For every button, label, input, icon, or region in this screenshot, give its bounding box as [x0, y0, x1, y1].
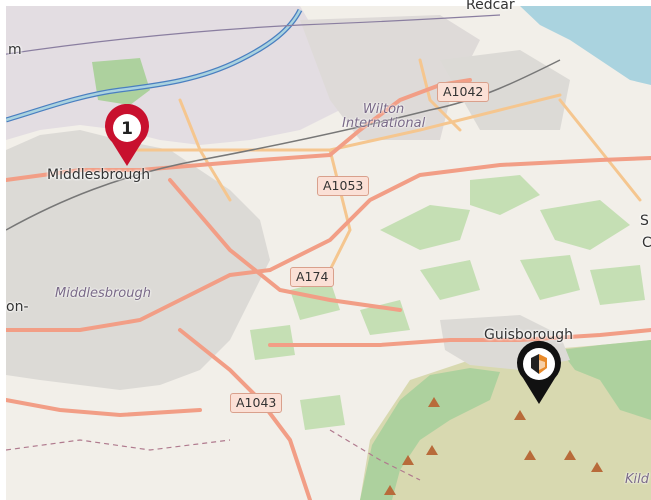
- marker-number: 1: [121, 119, 133, 139]
- road-shield-a1053: A1053: [317, 176, 370, 196]
- place-label-edge-left-top: m: [8, 42, 22, 58]
- district-label-middlesbrough: Middlesbrough: [55, 286, 151, 301]
- footpaths: [5, 429, 421, 481]
- road-shield-a174: A174: [290, 267, 335, 287]
- place-label-edge-right-2: C: [642, 235, 651, 251]
- district-label-wilton: Wilton International: [342, 102, 426, 132]
- map-frame-left: [0, 0, 6, 500]
- industrial-area-north: [6, 6, 340, 145]
- boundary-line: [0, 14, 501, 56]
- numbered-map-marker[interactable]: 1: [102, 103, 152, 168]
- location-pin-icon: [517, 340, 561, 404]
- map-pin-icon: 1: [105, 103, 149, 166]
- sea-area: [520, 6, 651, 85]
- secondary-roads: [128, 58, 642, 272]
- urban-area-eston: [440, 50, 570, 130]
- urban-area-middlesbrough: [6, 130, 270, 390]
- place-label-edge-right-1: S: [640, 213, 649, 229]
- district-label-edge-bottom-right: Kild: [625, 472, 650, 487]
- woodland-area-east: [560, 340, 651, 420]
- place-label-redcar: Redcar: [466, 0, 515, 13]
- map-frame-top: [0, 0, 651, 6]
- road-shield-a1043: A1043: [230, 393, 283, 413]
- place-label-middlesbrough: Middlesbrough: [47, 167, 151, 183]
- road-shield-a1042: A1042: [437, 82, 490, 102]
- woodland-patches: [250, 175, 645, 430]
- place-label-edge-left-mid: on-: [6, 299, 29, 315]
- place-label-guisborough: Guisborough: [484, 327, 574, 343]
- major-roads: [4, 78, 651, 500]
- peak-markers: [384, 397, 603, 495]
- location-map-marker[interactable]: [514, 340, 564, 406]
